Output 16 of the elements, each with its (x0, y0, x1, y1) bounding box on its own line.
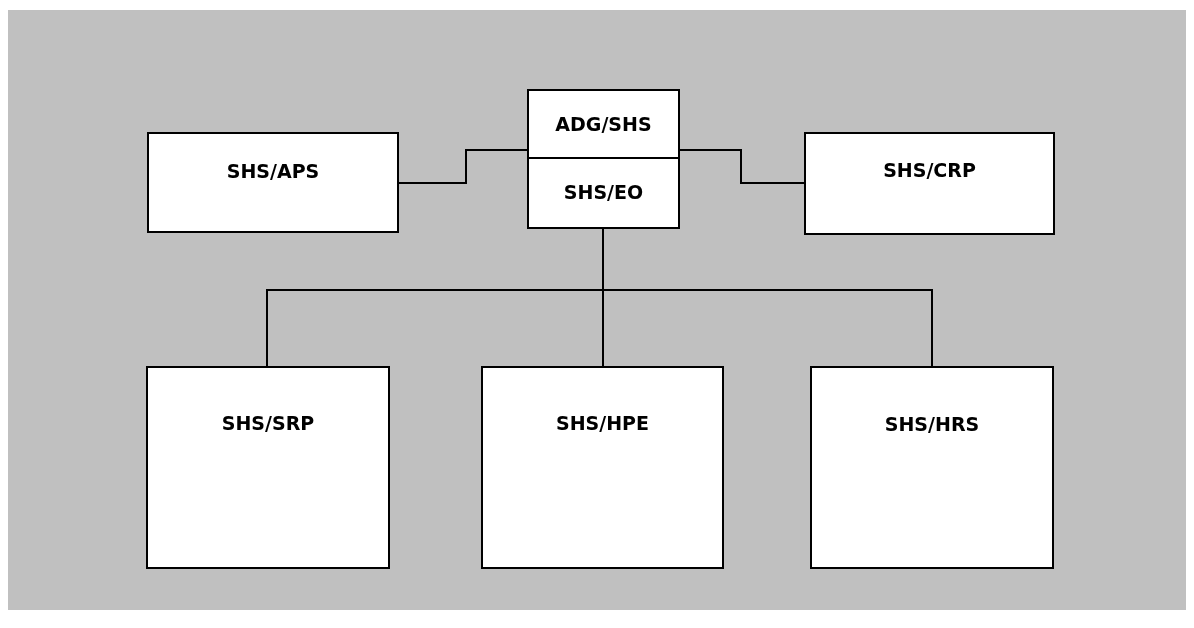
unit-label: SHS/HPE (555, 412, 650, 434)
org-unit-box (804, 132, 1055, 235)
unit-label: SHS/SRP (220, 412, 316, 434)
unit-label: ADG/SHS (554, 113, 653, 135)
org-unit-box (147, 132, 399, 233)
connector-line (679, 149, 805, 184)
connector-line (398, 149, 528, 184)
unit-label: SHS/APS (225, 160, 321, 182)
unit-label: SHS/CRP (882, 159, 977, 181)
org-unit-box (527, 157, 680, 229)
org-unit-box (527, 89, 680, 159)
org-unit-box (481, 366, 724, 569)
unit-label: SHS/HRS (883, 413, 981, 435)
org-unit-box (146, 366, 390, 569)
org-unit-box (810, 366, 1054, 569)
unit-label: SHS/EO (562, 181, 645, 203)
